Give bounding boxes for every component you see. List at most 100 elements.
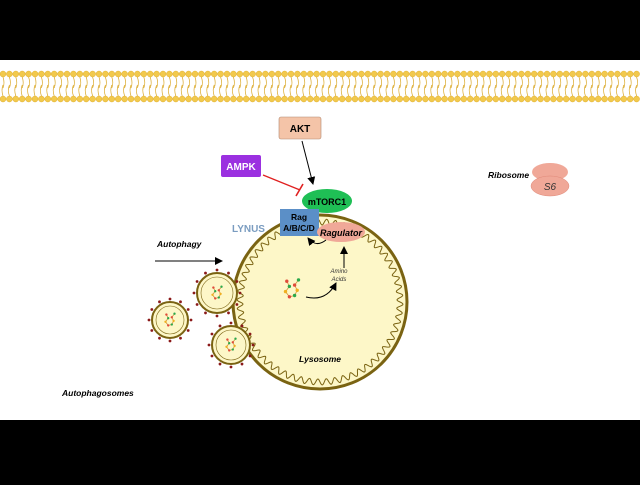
lipid-tail (59, 84, 61, 97)
amino-acid-bead (228, 342, 231, 345)
lipid-tail (264, 84, 266, 97)
lipid-head (38, 70, 45, 78)
lipid-tail (290, 76, 293, 89)
lipid-tail (449, 84, 452, 97)
lipid-tail (482, 76, 485, 89)
lipid-tail (501, 76, 504, 89)
lipid-tail (156, 76, 158, 89)
lipid-head (108, 70, 116, 78)
lipid-head (127, 70, 135, 78)
lipid-tail (494, 84, 497, 97)
mtorc1-label: mTORC1 (308, 197, 346, 207)
lipid-tail (450, 76, 453, 89)
ribosome-dot (179, 300, 182, 304)
lipid-head (511, 95, 519, 103)
lipid-head (620, 70, 627, 78)
lipid-tail (417, 84, 420, 97)
lipid-tail (604, 76, 606, 89)
lipid-tail (553, 76, 555, 89)
lipid-head (51, 70, 58, 78)
lipid-tail (143, 76, 146, 89)
lipid-tail (437, 76, 440, 89)
lipid-head (351, 95, 359, 103)
lipid-head (486, 70, 493, 78)
lipid-tail (239, 76, 242, 89)
amino-acid-bead (226, 338, 229, 341)
lipid-tail (309, 76, 312, 89)
lipid-tail (276, 84, 279, 97)
lipid-head (249, 70, 256, 78)
lipid-head (390, 95, 397, 103)
lipid-tail (277, 76, 280, 89)
lipid-tail (27, 84, 29, 97)
amino-acid-bead (296, 278, 301, 282)
lipid-head (275, 95, 282, 103)
lipid-tail (616, 84, 618, 97)
lipid-tail (98, 76, 101, 89)
amino-acid-bead (295, 288, 299, 292)
lipid-head (537, 95, 544, 103)
lipid-head (294, 95, 301, 103)
amino-acid-bead (285, 279, 289, 283)
lipid-tail (527, 76, 530, 89)
lipid-head (95, 95, 103, 103)
lipid-head (31, 95, 39, 103)
lipid-tail (539, 84, 541, 97)
lipid-tail (335, 76, 338, 89)
lipid-head (479, 70, 487, 78)
lipid-head (486, 95, 493, 103)
lipid-tail (142, 84, 145, 97)
lipid-head (19, 95, 26, 103)
lipid-tail (175, 76, 178, 89)
lipid-head (0, 95, 7, 103)
lipid-tail (367, 76, 370, 89)
lipid-head (70, 95, 77, 103)
lipid-head (12, 95, 20, 103)
lipid-head (358, 70, 365, 78)
lipid-head (159, 95, 167, 103)
lipid-head (236, 95, 244, 103)
lipid-tail (187, 84, 189, 97)
lipid-head (198, 70, 205, 78)
ribosome-dot (195, 303, 199, 306)
lipid-head (620, 95, 627, 103)
lipid-tail (411, 84, 413, 97)
lipid-head (19, 70, 26, 78)
lipid-tail (34, 76, 37, 89)
lipid-tail (392, 84, 394, 97)
lipid-tail (380, 76, 382, 89)
ampk-node (221, 155, 261, 177)
lipid-tail (558, 84, 561, 97)
lipid-head (563, 95, 570, 103)
ribosome-dot (248, 354, 252, 358)
lipid-head (345, 70, 352, 78)
lipid-head (607, 95, 615, 103)
lipid-tail (609, 84, 612, 97)
lipid-tail (475, 84, 477, 97)
lipid-head (307, 70, 314, 78)
lipid-tail (181, 76, 184, 89)
lipid-head (146, 70, 154, 78)
lipid-head (454, 95, 461, 103)
lipid-tail (20, 84, 23, 97)
protein-to-amino-arrow (305, 282, 337, 299)
lipid-tail (129, 84, 132, 97)
lipid-tail (302, 84, 305, 97)
lipid-head (140, 70, 148, 78)
lipid-tail (233, 76, 235, 89)
lipid-tail (168, 84, 170, 97)
lipid-tail (213, 76, 216, 89)
ribosome-dot (158, 300, 161, 304)
lipid-head (569, 70, 576, 78)
lipid-head (146, 95, 154, 103)
lipid-tail (130, 76, 133, 89)
lipid-head (492, 95, 499, 103)
amino-acid-bead (220, 285, 223, 288)
lipid-head (550, 95, 557, 103)
ribosome-dot (251, 343, 255, 347)
ribosome-dot (186, 329, 190, 332)
lipid-tail (489, 76, 491, 89)
lipid-head (326, 70, 333, 78)
ribosome-small-subunit (530, 175, 570, 197)
lipid-head (281, 95, 288, 103)
